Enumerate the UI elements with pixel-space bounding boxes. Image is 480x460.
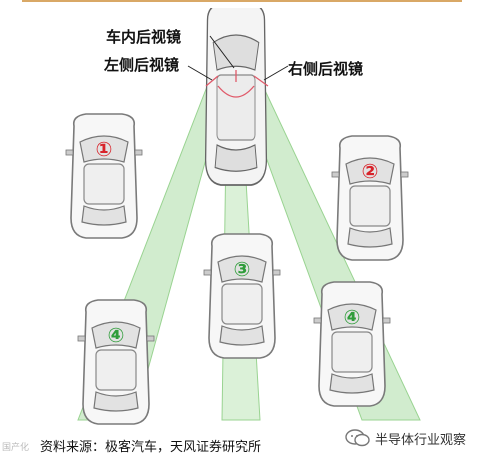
wechat-icon [345, 429, 370, 447]
watermark: 半导体行业观察 [345, 428, 466, 448]
interior-mirror-label: 车内后视镜 [106, 28, 182, 46]
car-3: ③ [203, 233, 281, 359]
label-leaders [187, 35, 289, 81]
car-2-number: ② [362, 159, 379, 183]
car-4-right-number: ④ [344, 305, 361, 329]
car-2: ② [331, 135, 409, 261]
mirror-blindspot-diagram: ① ② ③ ④ ④ [65, 8, 421, 425]
car-3-number: ③ [234, 257, 251, 281]
car-1: ① [65, 113, 143, 239]
car-4-left: ④ [77, 299, 155, 425]
left-mirror-label: 左侧后视镜 [104, 56, 180, 74]
watermark-text: 半导体行业观察 [374, 432, 466, 448]
car-4-right: ④ [313, 281, 391, 407]
car-4-left-number: ④ [108, 323, 125, 347]
source-note: 资料来源：极客汽车，天风证券研究所 [40, 440, 262, 455]
car-1-number: ① [96, 137, 113, 161]
corner-mark: 国产化 [2, 443, 30, 453]
right-mirror-label: 右侧后视镜 [288, 60, 364, 78]
top-rule [22, 0, 462, 2]
mirror-lines [205, 70, 269, 98]
